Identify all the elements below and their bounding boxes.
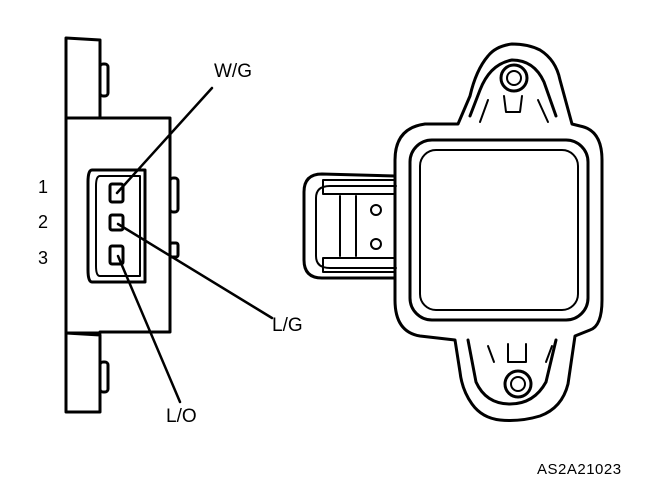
pin-3-terminal bbox=[108, 244, 125, 266]
sensor-side-view bbox=[64, 36, 180, 414]
leader-line-wg bbox=[115, 86, 214, 195]
pin-number-2: 2 bbox=[38, 212, 49, 232]
leader-line-lg bbox=[116, 222, 274, 320]
pin-1-terminal bbox=[108, 182, 125, 204]
leader-line-lo bbox=[116, 254, 182, 404]
pin-2-terminal bbox=[108, 213, 125, 232]
wire-label-wg: W/G bbox=[214, 61, 252, 82]
pin-number-3: 3 bbox=[38, 248, 49, 268]
wire-label-lo: L/O bbox=[166, 406, 197, 427]
wire-label-lg: L/G bbox=[272, 315, 303, 336]
figure-code: AS2A21023 bbox=[537, 461, 622, 478]
pin-number-1: 1 bbox=[38, 177, 49, 197]
connector-face bbox=[86, 168, 147, 284]
sensor-front-view bbox=[302, 42, 604, 422]
